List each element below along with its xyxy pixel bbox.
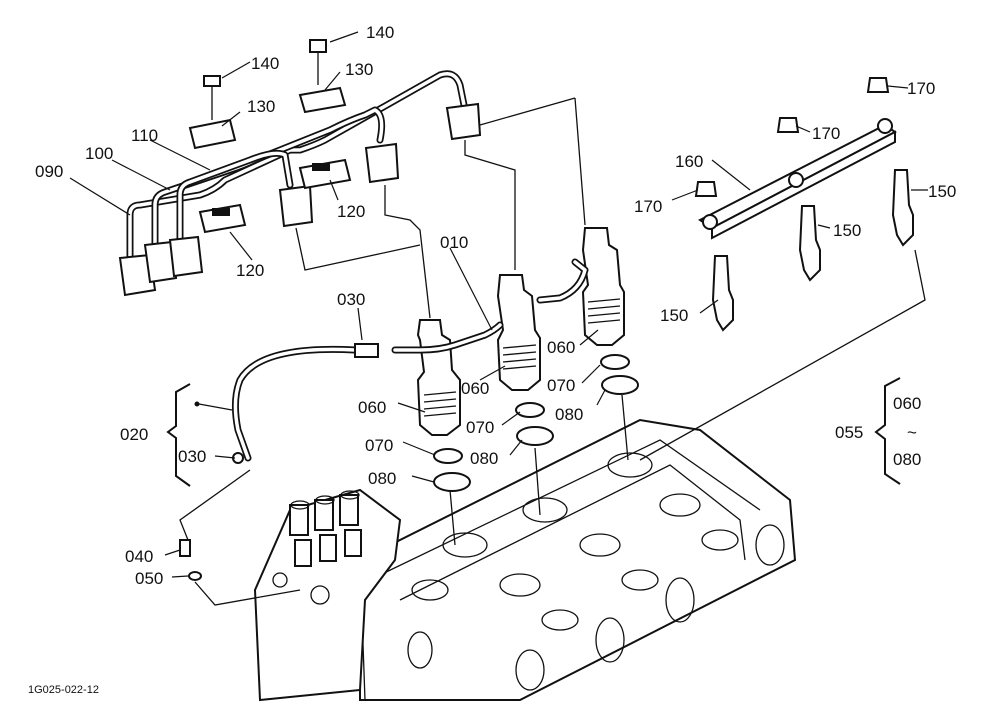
callout-040: 040: [125, 547, 153, 566]
callout-070-middle: 070: [466, 418, 494, 437]
callout-170-middle: 170: [812, 124, 840, 143]
callout-120-upper-clamp: 120: [337, 202, 365, 221]
callout-080-left: 080: [368, 469, 396, 488]
return-hose: [179, 343, 379, 581]
group-055-label: 055: [835, 423, 863, 442]
callout-030-lower: 030: [178, 447, 206, 466]
callout-170-top: 170: [907, 79, 935, 98]
group-055-top: 060: [893, 394, 921, 413]
callout-060-middle: 060: [461, 379, 489, 398]
seal-washers: [433, 354, 639, 492]
callout-030-upper: 030: [337, 290, 365, 309]
callout-160: 160: [675, 152, 703, 171]
callout-170-left: 170: [634, 197, 662, 216]
cylinder-head: [359, 418, 797, 701]
guide-lines: [179, 97, 926, 606]
group-055-bottom: 080: [893, 450, 921, 469]
bracket-055: [874, 377, 901, 485]
callout-020: 020: [120, 425, 148, 444]
callout-060-right: 060: [547, 338, 575, 357]
callout-140-lower-bolt: 140: [251, 54, 279, 73]
glow-plug-set: [694, 77, 914, 332]
callout-010: 010: [440, 233, 468, 252]
callout-090: 090: [35, 162, 63, 181]
injection-pump: [253, 488, 402, 702]
pipe-clamps: [188, 39, 352, 234]
callout-150-middle: 150: [833, 221, 861, 240]
callout-130-lower-clamp: 130: [247, 97, 275, 116]
callout-080-middle: 080: [470, 449, 498, 468]
callout-070-right: 070: [547, 376, 575, 395]
callout-050: 050: [135, 569, 163, 588]
bracket-020: [166, 383, 233, 487]
callout-150-right: 150: [928, 182, 956, 201]
leader-lines: [69, 31, 928, 578]
callout-140-upper-bolt: 140: [366, 23, 394, 42]
figure-reference: 1G025-022-12: [28, 684, 99, 696]
group-055-range: ~: [907, 423, 917, 442]
callout-100: 100: [85, 144, 113, 163]
callout-120-lower-clamp: 120: [236, 261, 264, 280]
injection-pipe-set: [118, 70, 482, 297]
callout-070-left: 070: [365, 436, 393, 455]
callout-110: 110: [131, 126, 158, 145]
callout-150-left: 150: [660, 306, 688, 325]
callout-060-left: 060: [358, 398, 386, 417]
callout-080-right: 080: [555, 405, 583, 424]
callout-130-upper-clamp: 130: [345, 60, 373, 79]
